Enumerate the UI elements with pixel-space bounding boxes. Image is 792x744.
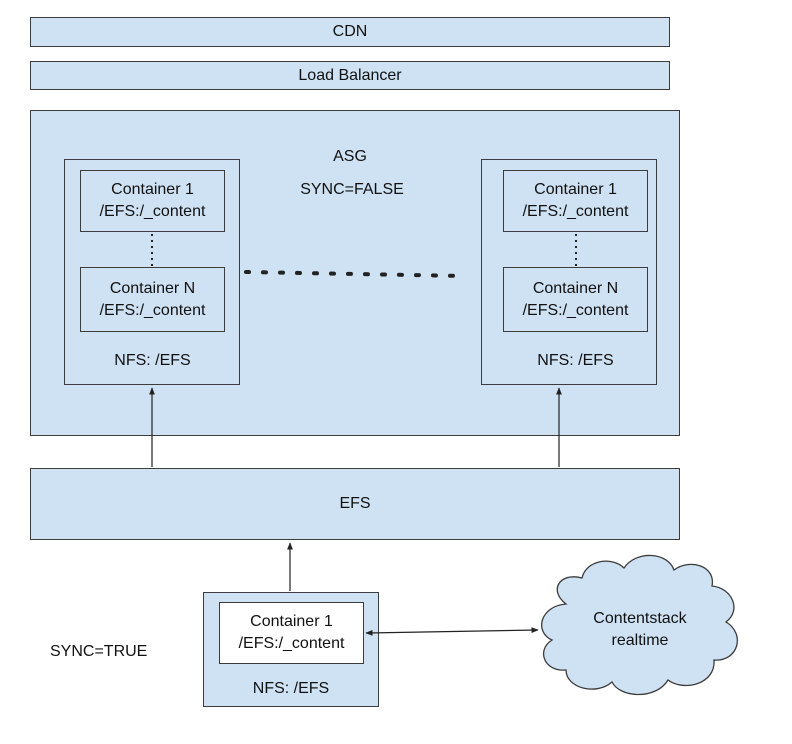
container-name: Container 1 [534,181,617,198]
container-path: /EFS:/_content [522,301,629,319]
container-name: Container 1 [250,613,333,630]
sync-true-label: SYNC=TRUE [50,643,148,660]
sync-container-1: Container 1 /EFS:/_content [219,602,364,664]
container-name: Container N [532,279,619,297]
left-container-1: Container 1 /EFS:/_content [80,170,225,232]
container-name: Container N [109,279,196,297]
left-container-n: Container N /EFS:/_content [80,267,225,332]
container-path: /EFS:/_content [99,203,206,220]
container-path: /EFS:/_content [99,301,206,319]
left-nfs-label: NFS: /EFS [114,352,191,369]
load-balancer-label: Load Balancer [298,66,402,84]
right-container-n: Container N /EFS:/_content [503,267,648,332]
cdn-box: CDN [30,17,670,47]
container-name: Container 1 [111,181,194,198]
efs-label: EFS [339,495,371,512]
container-contentstack-arrow [365,627,539,636]
right-nfs-label: NFS: /EFS [537,352,614,369]
asg-sync-label: SYNC=FALSE [300,181,404,198]
load-balancer-box: Load Balancer [30,61,670,90]
right-container-1: Container 1 /EFS:/_content [503,170,648,232]
nodes-dotted-link [244,270,468,278]
efs-box: EFS [30,468,680,540]
sync-nfs-label: NFS: /EFS [252,680,330,697]
container-path: /EFS:/_content [238,635,345,652]
container-path: /EFS:/_content [522,203,629,220]
cdn-label: CDN [332,23,368,40]
contentstack-line2: realtime [612,632,669,649]
contentstack-cloud-shape [541,554,738,695]
contentstack-line1: Contentstack [593,610,687,627]
asg-title: ASG [333,148,367,165]
